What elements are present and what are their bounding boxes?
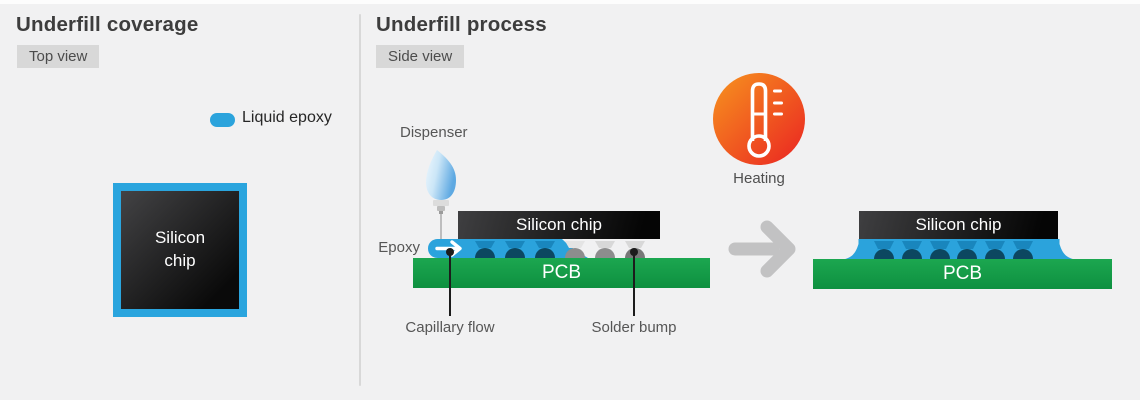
epoxy-label: Epoxy: [378, 239, 420, 256]
top-edge-highlight: [0, 0, 1140, 4]
coverage-title: Underfill coverage: [16, 13, 199, 36]
heating-label: Heating: [733, 170, 785, 187]
silicon-chip-top-view-label: Silicon chip: [154, 228, 206, 270]
capillary-flow-label: Capillary flow: [405, 319, 495, 336]
panel-divider: [359, 14, 361, 386]
next-step-arrow-icon: [728, 220, 796, 278]
solder-bump-label: Solder bump: [591, 319, 677, 336]
process-view-badge: Side view: [376, 45, 465, 68]
thermometer-scale-marks: [773, 89, 783, 116]
solder-bumps-final: [874, 241, 1033, 259]
dispenser-bottle-icon: [426, 150, 456, 243]
dispenser-label: Dispenser: [400, 124, 468, 141]
pcb-after: PCB: [813, 259, 1112, 289]
process-title: Underfill process: [376, 13, 547, 36]
capillary-flow-pointer-dot: [446, 248, 454, 256]
silicon-chip-before-label: Silicon chip: [516, 215, 602, 234]
pcb-before-label: PCB: [541, 262, 582, 283]
solder-bump-pointer-line: [633, 252, 635, 316]
silicon-chip-after: Silicon chip: [859, 211, 1058, 239]
underfill-result-diagram: [843, 239, 1075, 260]
liquid-epoxy-legend-label: Liquid epoxy: [242, 109, 332, 126]
coverage-view-badge: Top view: [17, 45, 100, 68]
pcb-before: PCB: [413, 258, 710, 288]
liquid-epoxy-swatch-icon: [210, 113, 235, 127]
silicon-chip-before: Silicon chip: [458, 211, 660, 239]
pcb-after-label: PCB: [942, 263, 983, 284]
solder-bumps-covered: [475, 241, 555, 258]
solder-bump-pointer-dot: [630, 248, 638, 256]
heating-thermometer-icon: [713, 73, 805, 165]
epoxy-flow-diagram: [428, 239, 645, 258]
silicon-chip-after-label: Silicon chip: [915, 215, 1002, 234]
capillary-flow-pointer-line: [449, 252, 451, 316]
silicon-chip-top-view: Silicon chip: [113, 183, 247, 317]
